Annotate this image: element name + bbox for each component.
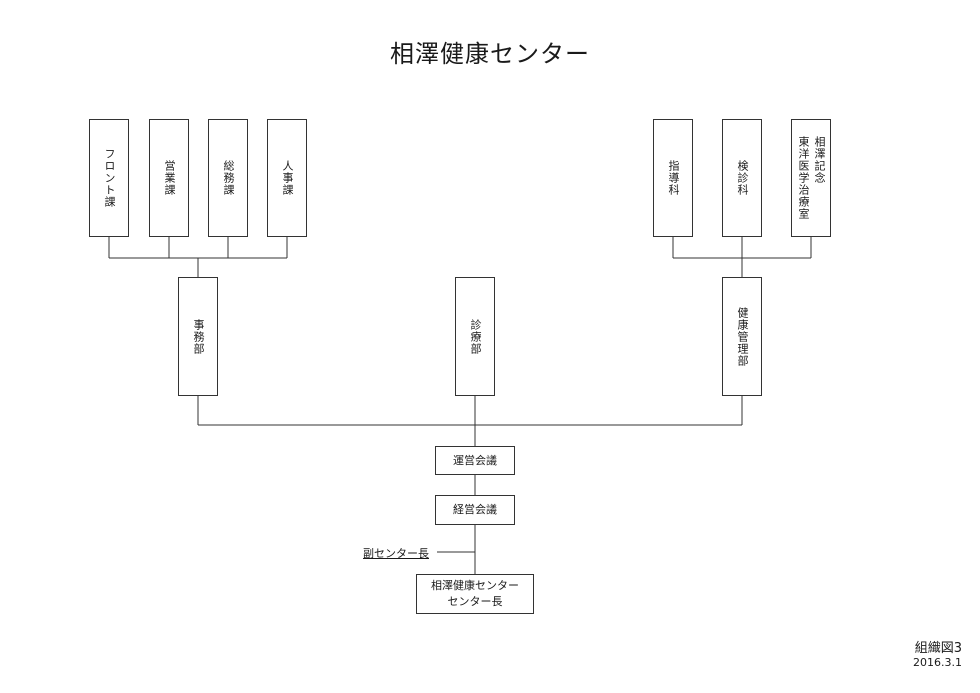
label-director-line2: センター長 bbox=[447, 595, 503, 608]
box-guidance[interactable]: 指導科 bbox=[653, 119, 693, 237]
label-guidance: 指導科 bbox=[667, 160, 680, 196]
box-director[interactable]: 相澤健康センター センター長 bbox=[416, 574, 534, 614]
label-front: フロント課 bbox=[103, 148, 116, 208]
label-tcm: 相澤記念 東洋医学治療室 bbox=[796, 136, 826, 220]
box-general[interactable]: 総務課 bbox=[208, 119, 248, 237]
label-hr: 人事課 bbox=[281, 160, 294, 196]
label-management-council: 経営会議 bbox=[453, 503, 497, 516]
box-health-division[interactable]: 健康管理部 bbox=[722, 277, 762, 396]
chart-id: 組織図3 bbox=[914, 641, 962, 656]
label-admin-division: 事務部 bbox=[192, 318, 205, 355]
box-front[interactable]: フロント課 bbox=[89, 119, 129, 237]
box-tcm[interactable]: 相澤記念 東洋医学治療室 bbox=[791, 119, 831, 237]
label-sales: 営業課 bbox=[163, 160, 176, 196]
label-general: 総務課 bbox=[222, 160, 235, 196]
box-exam[interactable]: 検診科 bbox=[722, 119, 762, 237]
label-exam: 検診科 bbox=[736, 160, 749, 196]
box-clinic-division[interactable]: 診療部 bbox=[455, 277, 495, 396]
box-management-council[interactable]: 経営会議 bbox=[435, 495, 515, 525]
box-admin-division[interactable]: 事務部 bbox=[178, 277, 218, 396]
page-title: 相澤健康センター bbox=[390, 40, 590, 68]
box-sales[interactable]: 営業課 bbox=[149, 119, 189, 237]
chart-date: 2016.3.1 bbox=[913, 656, 962, 669]
label-clinic-division: 診療部 bbox=[469, 318, 482, 355]
deputy-label: 副センター長 bbox=[363, 547, 429, 560]
box-operations-council[interactable]: 運営会議 bbox=[435, 446, 515, 475]
label-health-division: 健康管理部 bbox=[736, 306, 749, 367]
label-tcm-col1: 東洋医学治療室 bbox=[797, 136, 810, 220]
label-director-line1: 相澤健康センター bbox=[431, 579, 519, 592]
box-hr[interactable]: 人事課 bbox=[267, 119, 307, 237]
label-tcm-col2: 相澤記念 bbox=[813, 136, 826, 184]
label-operations-council: 運営会議 bbox=[453, 453, 497, 467]
